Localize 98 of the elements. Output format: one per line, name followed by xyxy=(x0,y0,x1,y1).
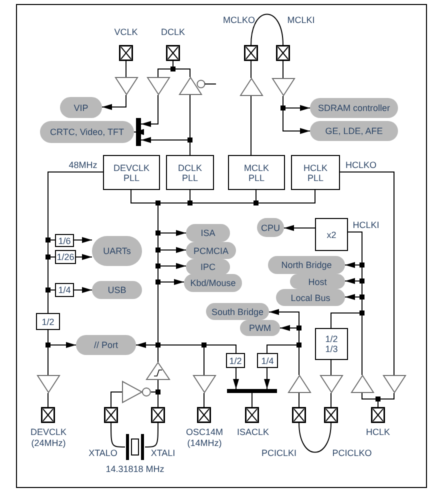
block-label: Host xyxy=(308,276,327,286)
pin-label: VCLK xyxy=(113,26,139,38)
signal-arrow xyxy=(140,94,158,127)
block-label: HCLK PLL xyxy=(302,162,328,182)
pin-pad xyxy=(245,407,259,423)
signal-line xyxy=(250,96,252,156)
block-label: 1/4 xyxy=(261,356,274,366)
loop-wire xyxy=(250,14,284,46)
pin-label: PCICLKO xyxy=(331,447,373,459)
pin-pad xyxy=(166,45,180,61)
signal-arrow xyxy=(233,368,239,390)
block-label: South Bridge xyxy=(211,306,264,316)
mux-bar xyxy=(136,118,141,146)
block-label: VIP xyxy=(74,102,88,112)
signal-line xyxy=(330,392,332,408)
block-label: DCLK PLL xyxy=(176,162,203,182)
buffer-triangle xyxy=(114,77,138,95)
pin-label: ISACLK xyxy=(236,426,270,438)
pin-label: HCLKI xyxy=(352,219,380,231)
loop-wire xyxy=(298,422,332,453)
pll-box xyxy=(228,155,285,190)
signal-arrow xyxy=(74,287,92,293)
pll-box xyxy=(166,155,214,190)
pin-pad xyxy=(197,407,211,423)
pin-label: DEVCLK (24MHz) xyxy=(29,426,68,450)
pin-label: MCLKO xyxy=(222,14,256,26)
crystal-symbol xyxy=(125,434,145,460)
buffer-triangle xyxy=(36,375,60,393)
block-label: 1/2 1/3 xyxy=(324,334,339,354)
pin-label: XTALO xyxy=(88,447,118,459)
signal-line xyxy=(250,60,252,78)
pin-pad xyxy=(104,407,118,423)
buffer-triangle xyxy=(272,78,294,96)
signal-line xyxy=(330,360,332,376)
block-label: CPU xyxy=(260,222,280,232)
signal-arrow xyxy=(284,225,316,231)
block-label: PCMCIA xyxy=(193,246,228,256)
buffer-triangle xyxy=(240,78,262,96)
block-label: MCLK PLL xyxy=(242,162,270,182)
block-label: DEVCLK PLL xyxy=(112,162,150,182)
pin-pad xyxy=(324,407,338,423)
pin-pad xyxy=(151,407,165,423)
schmitt-trigger-buffer xyxy=(146,362,170,380)
pll-box xyxy=(103,155,160,190)
block-label: UARTs xyxy=(103,246,131,256)
block-label: North Bridge xyxy=(281,260,332,270)
tristate-buffer xyxy=(178,77,216,95)
pin-label: PCICLKI xyxy=(260,447,298,459)
mux-bar xyxy=(227,389,277,393)
block-label: ISA xyxy=(200,228,216,238)
pin-pad xyxy=(371,407,385,423)
block-label: Kbd/Mouse xyxy=(190,278,236,288)
pll-box xyxy=(291,155,340,190)
block-label: CRTC, Video, TFT xyxy=(50,127,124,137)
block-label: 1/2 xyxy=(229,356,242,366)
inverter-symbol xyxy=(122,381,151,403)
loop-wire xyxy=(110,422,126,448)
buffer-triangle xyxy=(350,375,374,393)
loop-wire xyxy=(144,422,158,448)
pin-label: DCLK xyxy=(160,26,186,38)
pin-label: 48MHz xyxy=(68,159,98,171)
signal-line xyxy=(110,392,122,408)
block-label: IPC xyxy=(200,262,216,272)
buffer-triangle xyxy=(288,375,310,393)
pin-pad xyxy=(292,407,306,423)
signal-line xyxy=(340,172,394,376)
block-label: 1/26 xyxy=(56,252,74,262)
pin-pad xyxy=(276,45,290,61)
signal-arrow xyxy=(102,94,126,110)
pin-pad xyxy=(244,45,258,61)
pin-label: 14.31818 MHz xyxy=(104,463,166,475)
buffer-triangle xyxy=(382,375,406,393)
block-label: 1/2 xyxy=(42,316,54,326)
block-label: // Port xyxy=(94,340,118,350)
buffer-triangle xyxy=(192,375,216,393)
pin-label: MCLKI xyxy=(286,14,316,26)
buffer-triangle xyxy=(146,77,170,95)
pin-pad xyxy=(41,407,55,423)
pin-label: HCLKO xyxy=(344,159,378,171)
signal-arrow xyxy=(264,368,270,390)
pin-label: XTALI xyxy=(150,447,176,459)
signal-arrow xyxy=(76,254,92,260)
block-label: 1/4 xyxy=(58,285,71,295)
signal-arrow xyxy=(74,237,92,243)
signal-line xyxy=(282,60,284,78)
pin-pad xyxy=(119,45,133,61)
block-label: GE, LDE, AFE xyxy=(325,126,383,136)
block-label: x2 xyxy=(326,230,336,240)
buffer-triangle xyxy=(320,375,342,393)
signal-line xyxy=(298,392,300,408)
block-label: Local Bus xyxy=(290,292,330,302)
pin-label: OSC14M (14MHz) xyxy=(184,426,224,450)
block-label: PWM xyxy=(249,323,271,333)
block-label: SDRAM controller xyxy=(318,103,390,113)
signal-arrow xyxy=(134,129,144,135)
pin-label: HCLK xyxy=(364,426,391,438)
block-label: USB xyxy=(108,285,126,295)
block-label: 1/6 xyxy=(58,236,71,246)
